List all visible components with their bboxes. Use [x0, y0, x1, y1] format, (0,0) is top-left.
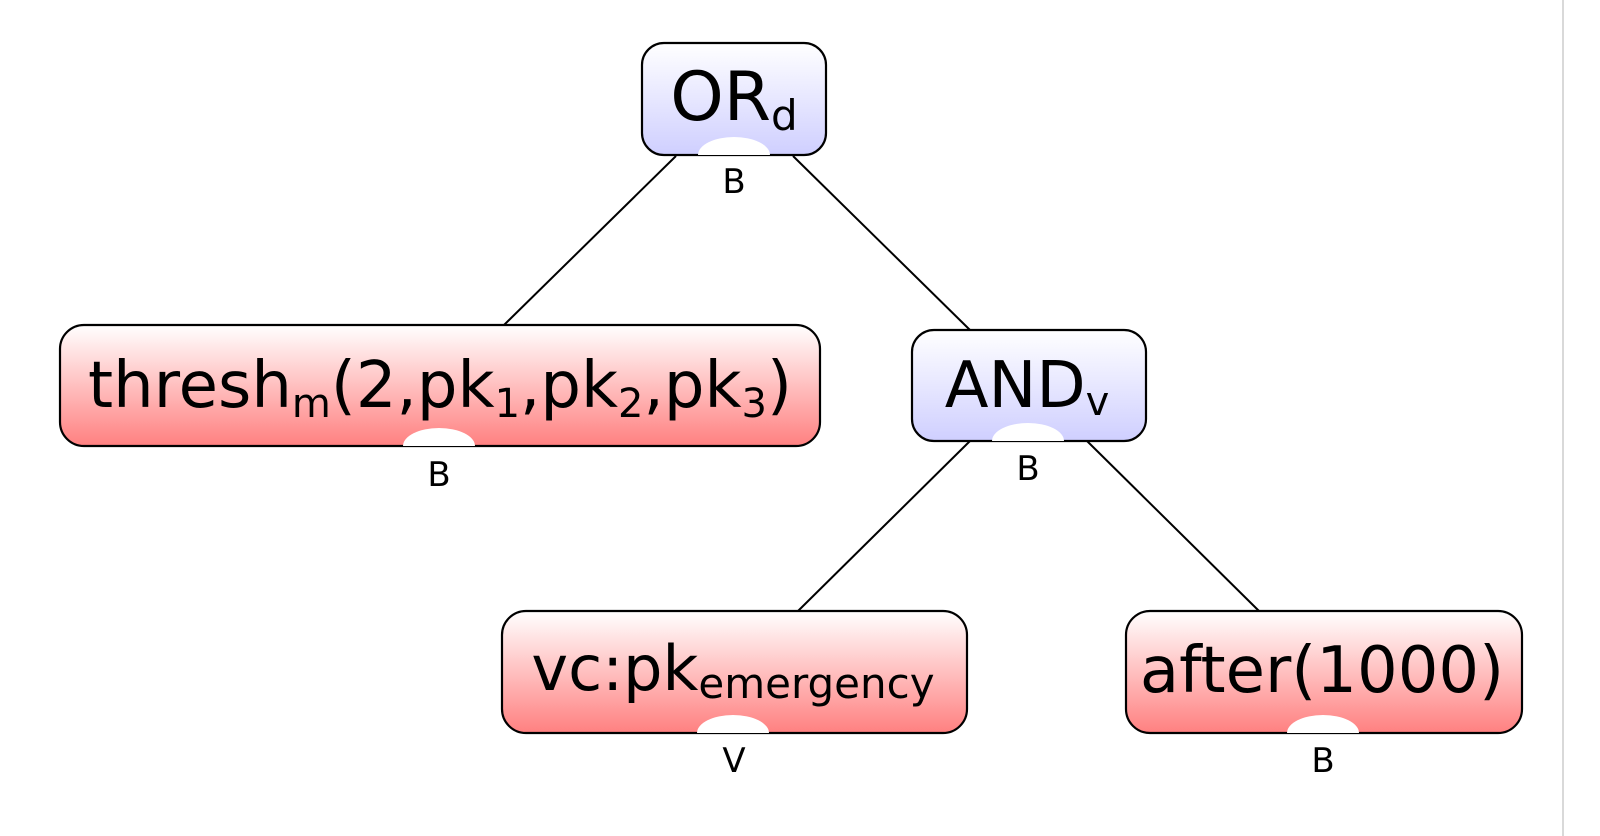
node-vc-badge-notch	[697, 715, 769, 733]
node-after: after(1000) B	[1124, 609, 1524, 781]
node-thresh-label: threshm(2,pk1,pk2,pk3)	[88, 349, 792, 427]
node-and-badge-notch	[992, 423, 1064, 441]
edge-or-to-thresh	[503, 155, 677, 326]
node-after-label: after(1000)	[1140, 634, 1504, 708]
node-vc-label: vc:pkemergency	[531, 632, 934, 708]
node-and-label: ANDv	[945, 349, 1110, 425]
node-thresh-type-badge: B	[427, 455, 450, 495]
node-after-type-badge: B	[1311, 741, 1334, 781]
node-or-label: ORd	[670, 58, 797, 140]
edge-and-to-vc	[797, 440, 971, 612]
node-thresh: threshm(2,pk1,pk2,pk3) B	[58, 323, 822, 495]
edge-or-to-and	[792, 155, 971, 331]
node-vc-type-badge: V	[722, 741, 745, 781]
right-edge-divider	[1562, 0, 1564, 836]
node-and-type-badge: B	[1016, 449, 1039, 489]
node-and: ANDv B	[910, 328, 1148, 489]
node-after-badge-notch	[1287, 715, 1359, 733]
node-thresh-badge-notch	[403, 428, 475, 446]
edge-and-to-after	[1086, 440, 1260, 612]
node-or-type-badge: B	[722, 162, 745, 202]
node-or: ORd B	[640, 41, 828, 202]
node-or-badge-notch	[698, 137, 770, 155]
node-vc: vc:pkemergency V	[500, 609, 969, 781]
